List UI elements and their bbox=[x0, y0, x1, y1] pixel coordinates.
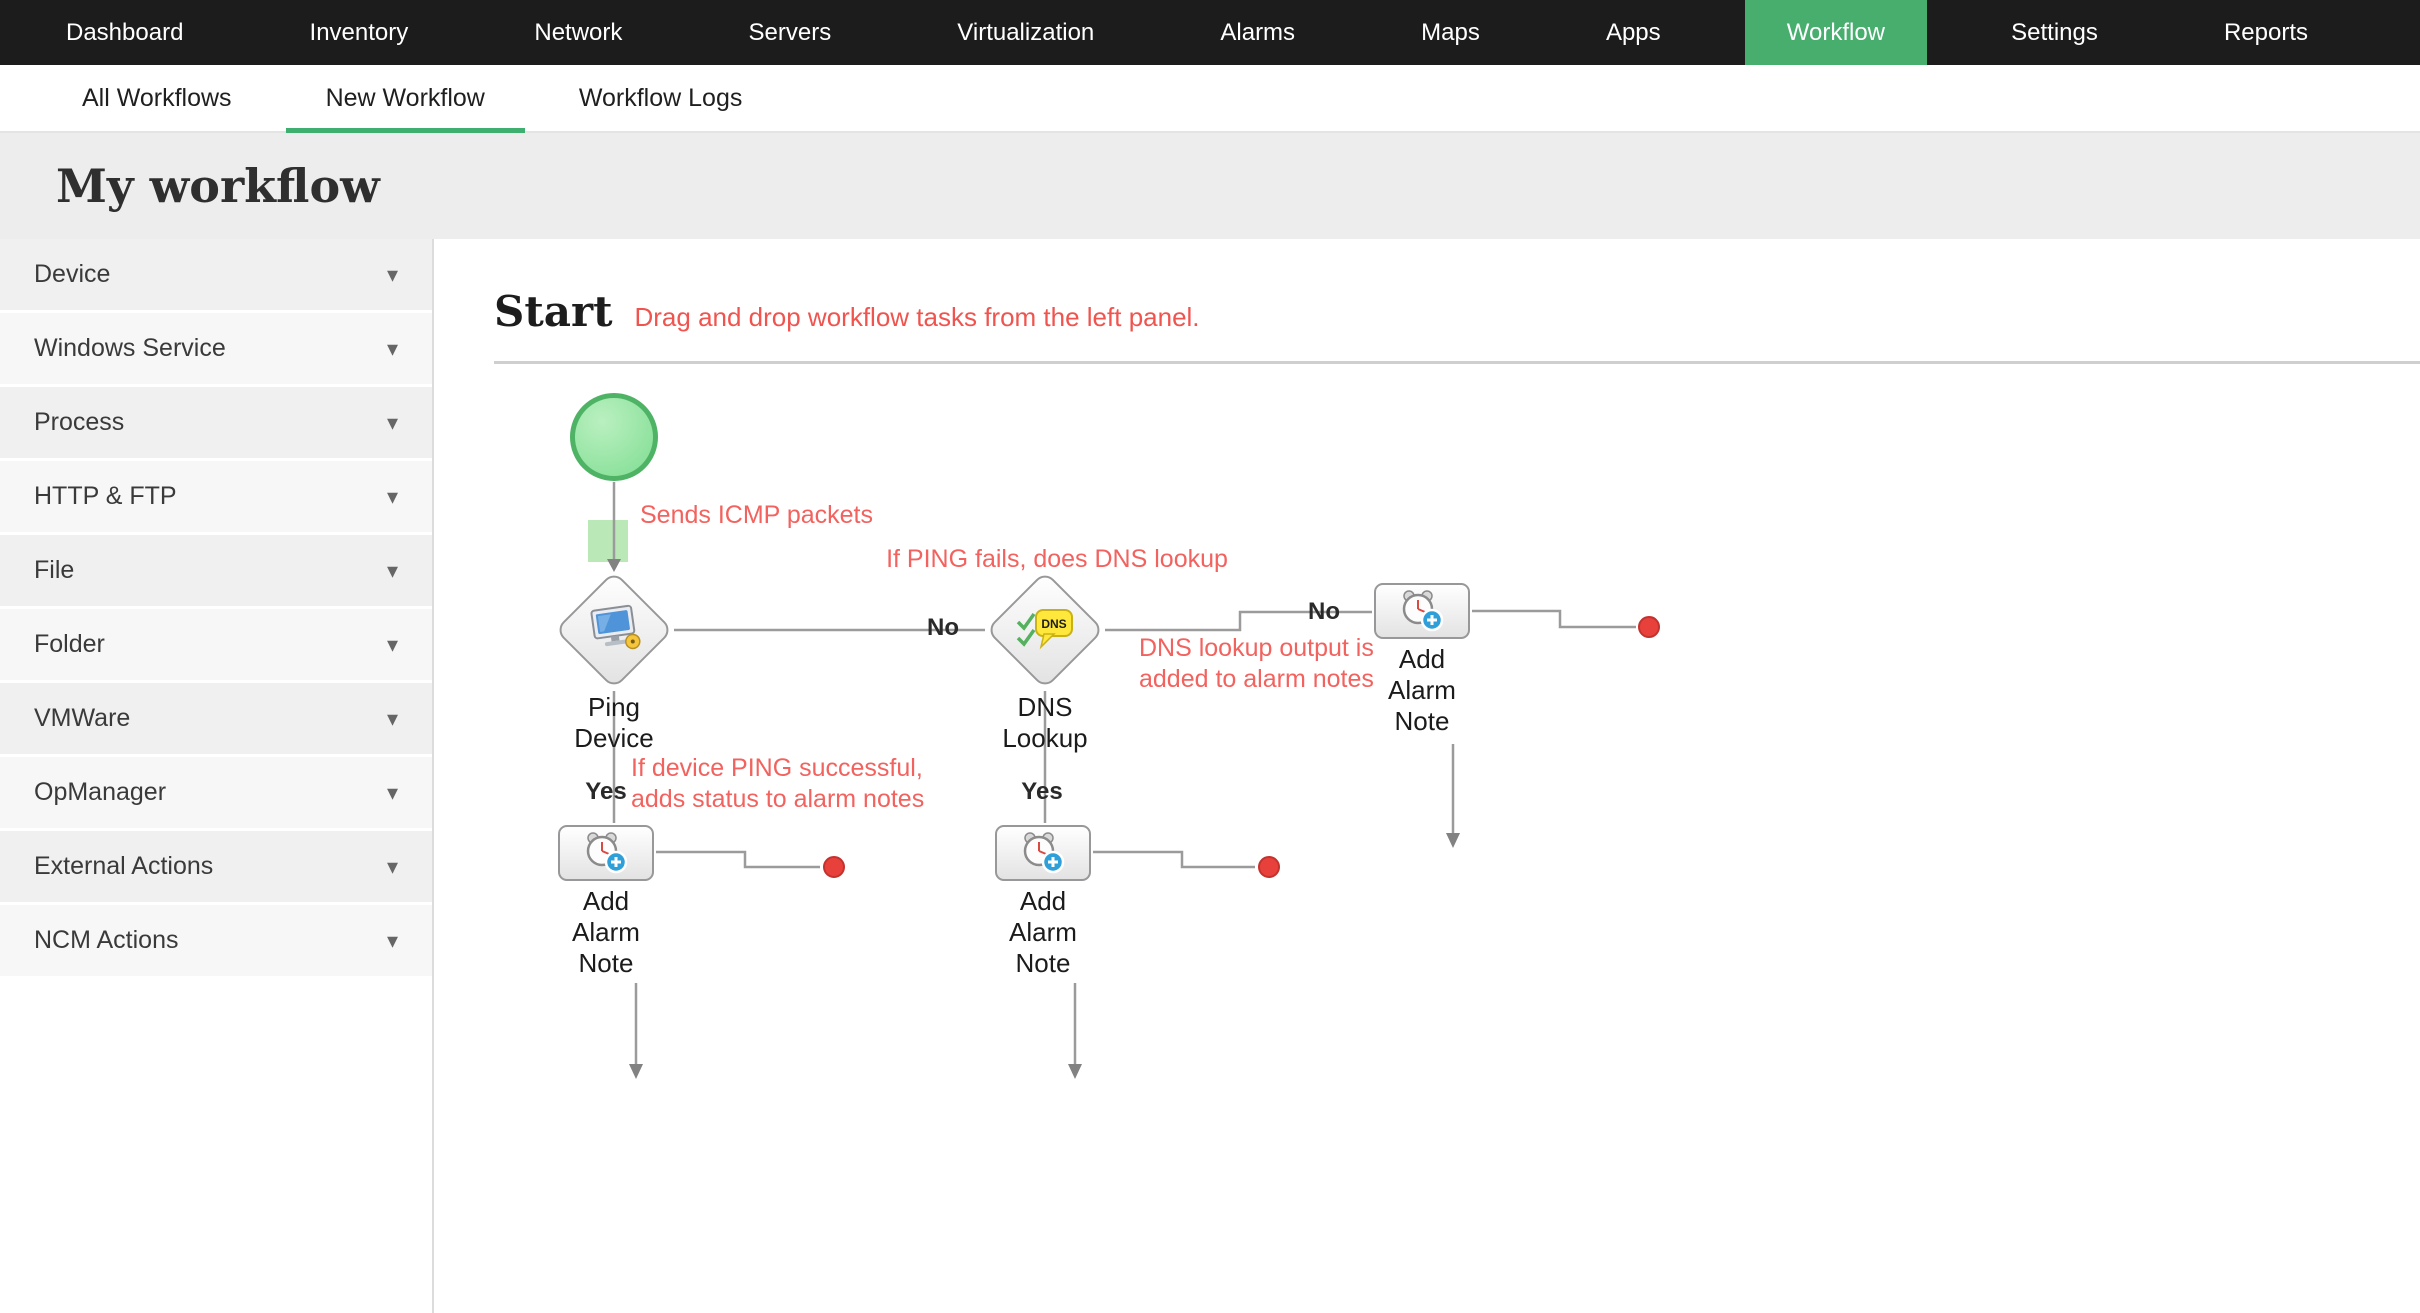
annotation-ping-success: If device PING successful, adds status t… bbox=[631, 754, 925, 813]
task-sidebar: Device ▾ Windows Service ▾ Process ▾ HTT… bbox=[0, 239, 434, 1313]
chevron-down-icon: ▾ bbox=[386, 557, 398, 583]
nav-item-servers[interactable]: Servers bbox=[748, 18, 832, 46]
dns-icon: DNS bbox=[1016, 609, 1073, 650]
ping-device-node[interactable] bbox=[554, 570, 674, 690]
dns-badge-text: DNS bbox=[1041, 617, 1066, 631]
add-alarm-note-label: Add Alarm Note bbox=[1388, 644, 1456, 736]
edge-label-no-1: No bbox=[927, 614, 959, 641]
canvas-start-heading: Start bbox=[494, 287, 613, 336]
annotation-ping-fails: If PING fails, does DNS lookup bbox=[886, 545, 1228, 573]
chevron-down-icon: ▾ bbox=[386, 853, 398, 879]
nav-item-reports[interactable]: Reports bbox=[2223, 18, 2308, 46]
nav-item-virtualization[interactable]: Virtualization bbox=[957, 18, 1095, 46]
tab-all-workflows[interactable]: All Workflows bbox=[82, 83, 232, 112]
add-alarm-note-node-3[interactable] bbox=[995, 825, 1091, 881]
chevron-down-icon: ▾ bbox=[386, 631, 398, 657]
connector-wires bbox=[588, 482, 1636, 1079]
sidebar-item-windows-service[interactable]: Windows Service ▾ bbox=[0, 313, 432, 384]
canvas-divider bbox=[494, 361, 2420, 364]
annotation-sends-icmp: Sends ICMP packets bbox=[640, 501, 873, 529]
tab-workflow-logs[interactable]: Workflow Logs bbox=[578, 83, 743, 112]
alarm-clock-add-icon bbox=[586, 832, 628, 874]
chevron-down-icon: ▾ bbox=[386, 409, 398, 435]
top-nav: Dashboard Inventory Network Servers Virt… bbox=[0, 0, 2420, 65]
edge-alarm-right-down bbox=[1446, 744, 1460, 848]
workflow-canvas[interactable]: Start Drag and drop workflow tasks from … bbox=[434, 239, 2420, 1313]
sidebar-item-process[interactable]: Process ▾ bbox=[0, 387, 432, 458]
add-alarm-note-label: Add Alarm Note bbox=[1009, 886, 1077, 978]
page-title: My workflow bbox=[56, 159, 380, 213]
nav-item-network[interactable]: Network bbox=[534, 18, 623, 46]
edge-alarm-left-to-end bbox=[656, 850, 820, 869]
nav-item-alarms[interactable]: Alarms bbox=[1220, 18, 1296, 46]
start-node[interactable] bbox=[570, 393, 658, 481]
canvas-hint-text: Drag and drop workflow tasks from the le… bbox=[634, 302, 1200, 332]
sidebar-item-ncm-actions[interactable]: NCM Actions ▾ bbox=[0, 905, 432, 976]
edge-dns-no-to-alarm bbox=[1105, 610, 1372, 632]
drop-highlight bbox=[588, 520, 628, 562]
edge-label-no-2: No bbox=[1308, 598, 1340, 625]
edge-alarm-right-to-end bbox=[1472, 609, 1636, 629]
dns-lookup-label: DNS Lookup bbox=[1002, 692, 1088, 753]
chevron-down-icon: ▾ bbox=[386, 483, 398, 509]
nav-item-dashboard[interactable]: Dashboard bbox=[66, 18, 184, 46]
dns-lookup-node[interactable]: DNS bbox=[985, 570, 1105, 690]
edge-label-yes-1: Yes bbox=[585, 778, 627, 805]
sidebar-item-opmanager[interactable]: OpManager ▾ bbox=[0, 757, 432, 828]
nav-item-inventory[interactable]: Inventory bbox=[309, 18, 409, 46]
sidebar-item-file[interactable]: File ▾ bbox=[0, 535, 432, 606]
chevron-down-icon: ▾ bbox=[386, 335, 398, 361]
computer-icon bbox=[590, 604, 641, 650]
alarm-clock-add-icon bbox=[1402, 590, 1444, 632]
edge-alarm-mid-down bbox=[1068, 983, 1082, 1079]
sidebar-item-http-ftp[interactable]: HTTP & FTP ▾ bbox=[0, 461, 432, 532]
chevron-down-icon: ▾ bbox=[386, 927, 398, 953]
add-alarm-note-label: Add Alarm Note bbox=[572, 886, 640, 978]
ping-device-label: Ping Device bbox=[574, 692, 654, 753]
sidebar-item-external-actions[interactable]: External Actions ▾ bbox=[0, 831, 432, 902]
workflow-tabbar: All Workflows New Workflow Workflow Logs bbox=[0, 65, 2420, 133]
alarm-clock-add-icon bbox=[1023, 832, 1065, 874]
edge-label-yes-2: Yes bbox=[1021, 778, 1063, 805]
end-node-dot[interactable] bbox=[823, 856, 845, 878]
annotation-dns-output: DNS lookup output is added to alarm note… bbox=[1139, 634, 1374, 693]
nav-item-maps[interactable]: Maps bbox=[1421, 18, 1480, 46]
end-node-dot[interactable] bbox=[1638, 616, 1660, 638]
tab-new-workflow[interactable]: New Workflow bbox=[285, 65, 526, 133]
end-node-dot[interactable] bbox=[1258, 856, 1280, 878]
edge-alarm-left-down bbox=[629, 983, 643, 1079]
edge-start-to-ping bbox=[607, 482, 621, 572]
nav-item-settings[interactable]: Settings bbox=[2011, 18, 2098, 46]
nav-item-apps[interactable]: Apps bbox=[1605, 18, 1661, 46]
sidebar-item-vmware[interactable]: VMWare ▾ bbox=[0, 683, 432, 754]
chevron-down-icon: ▾ bbox=[386, 779, 398, 805]
add-alarm-note-node-1[interactable] bbox=[1374, 583, 1470, 639]
chevron-down-icon: ▾ bbox=[386, 261, 398, 287]
chevron-down-icon: ▾ bbox=[386, 705, 398, 731]
page-title-bar: My workflow bbox=[0, 133, 2420, 239]
edge-alarm-mid-to-end bbox=[1093, 850, 1255, 869]
sidebar-item-device[interactable]: Device ▾ bbox=[0, 239, 432, 310]
sidebar-item-folder[interactable]: Folder ▾ bbox=[0, 609, 432, 680]
nav-item-workflow[interactable]: Workflow bbox=[1744, 0, 1928, 65]
add-alarm-note-node-2[interactable] bbox=[558, 825, 654, 881]
